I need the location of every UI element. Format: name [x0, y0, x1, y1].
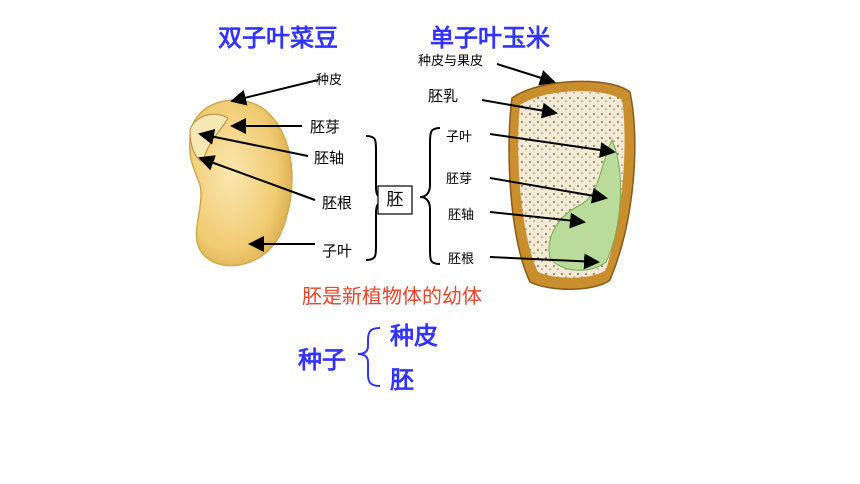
embryo-box-label: 胚 — [386, 190, 404, 210]
corn-plumule-arrow — [489, 177, 608, 204]
bean-cotyledon-label: 子叶 — [322, 242, 353, 260]
corn-embryo-brace — [419, 127, 441, 265]
bean-radicle-label: 胚根 — [322, 194, 353, 212]
bean-radicle-arrow — [198, 155, 316, 201]
embryo-box — [377, 185, 413, 215]
corn-radicle-label: 胚根 — [448, 252, 475, 267]
corn-seed-coat-label: 种皮与果皮 — [418, 54, 484, 69]
corn-hypocotyl-label: 胚轴 — [448, 208, 475, 223]
corn-plumule-label: 胚芽 — [446, 172, 473, 187]
corn-title: 单子叶玉米 — [430, 24, 550, 52]
bean-title: 双子叶菜豆 — [218, 24, 338, 52]
bean-seed-coat-arrow — [230, 79, 319, 106]
corn-radicle-arrow — [489, 253, 600, 270]
embryo-note: 胚是新植物体的幼体 — [302, 284, 482, 308]
bean-plumule-label: 胚芽 — [310, 118, 341, 136]
summary-embryo-label: 胚 — [390, 366, 414, 394]
corn-endosperm-label: 胚乳 — [428, 87, 459, 105]
bean-hypocotyl-arrow — [198, 128, 309, 157]
summary-seed-label: 种子 — [298, 346, 346, 374]
corn-endosperm-arrow — [481, 99, 558, 119]
corn-cotyledon-label: 子叶 — [446, 130, 473, 145]
summary-brace — [357, 327, 381, 387]
corn-hypocotyl-arrow — [489, 211, 586, 229]
corn-seed-coat-arrow — [496, 63, 556, 86]
summary-seed-coat-label: 种皮 — [390, 322, 438, 350]
bean-seed-coat-label: 种皮 — [316, 73, 343, 88]
bean-hypocotyl-label: 胚轴 — [314, 149, 345, 167]
corn-cotyledon-arrow — [489, 133, 616, 158]
